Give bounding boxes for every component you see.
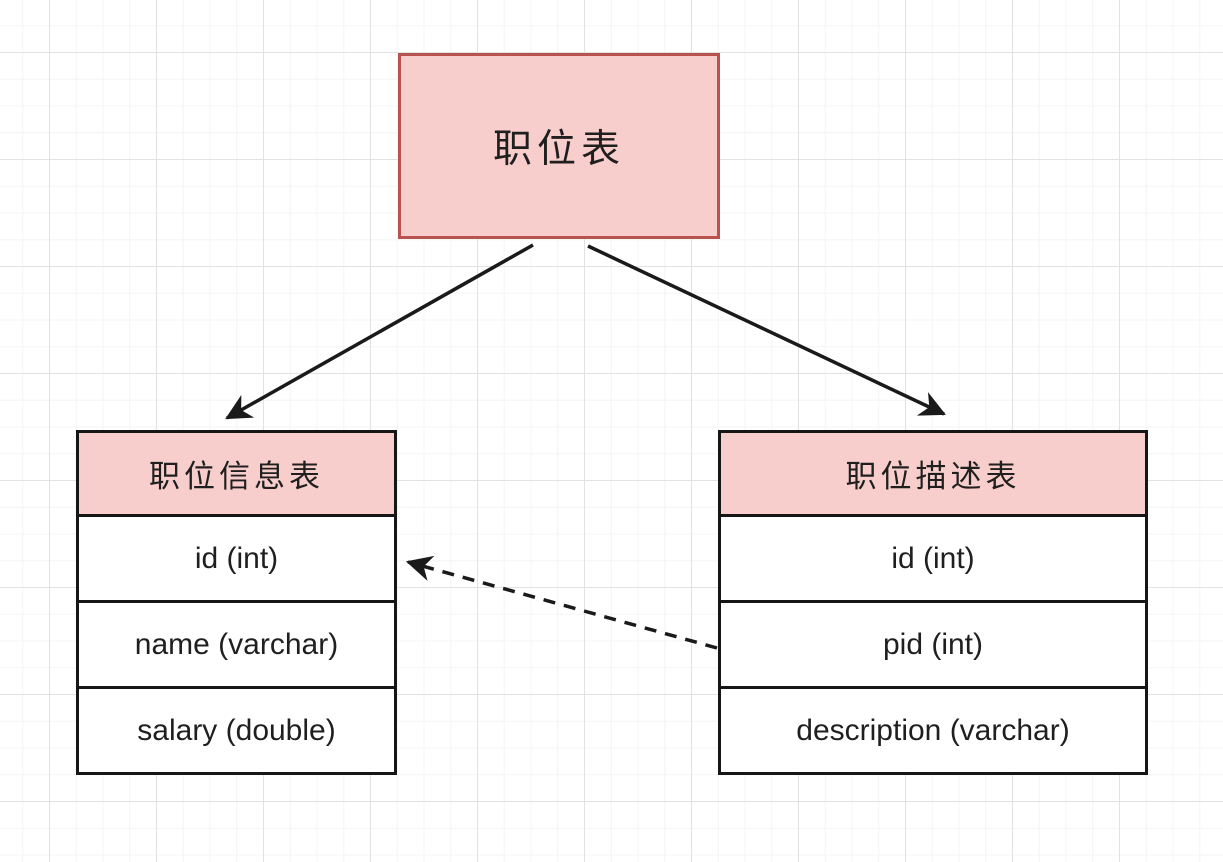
field-label: pid (int) <box>882 627 984 661</box>
field-label: description (varchar) <box>796 713 1070 747</box>
table-row: salary (double) <box>79 689 394 772</box>
table-title: 职位信息表 <box>149 459 324 494</box>
field-label: salary (double) <box>137 713 336 747</box>
position-info-table: 职位信息表 id (int) name (varchar) salary (do… <box>76 430 397 775</box>
table-row: id (int) <box>721 517 1145 603</box>
position-desc-table: 职位描述表 id (int) pid (int) description (va… <box>718 430 1148 775</box>
arrow-root-to-desc-table <box>587 244 946 416</box>
table-row: name (varchar) <box>79 603 394 689</box>
table-row: pid (int) <box>721 603 1145 689</box>
root-table-label: 职位表 <box>492 128 625 171</box>
arrow-root-to-info-table <box>225 243 534 420</box>
table-title: 职位描述表 <box>845 459 1021 494</box>
position-info-table-header: 职位信息表 <box>79 433 394 517</box>
table-row: description (varchar) <box>721 689 1145 772</box>
field-label: id (int) <box>194 541 279 575</box>
table-row: id (int) <box>79 517 394 603</box>
root-table-box: 职位表 <box>398 53 720 239</box>
dashed-arrow-pid-to-id <box>405 555 718 650</box>
field-label: name (varchar) <box>134 627 339 661</box>
field-label: id (int) <box>891 541 975 575</box>
position-desc-table-header: 职位描述表 <box>721 433 1145 517</box>
